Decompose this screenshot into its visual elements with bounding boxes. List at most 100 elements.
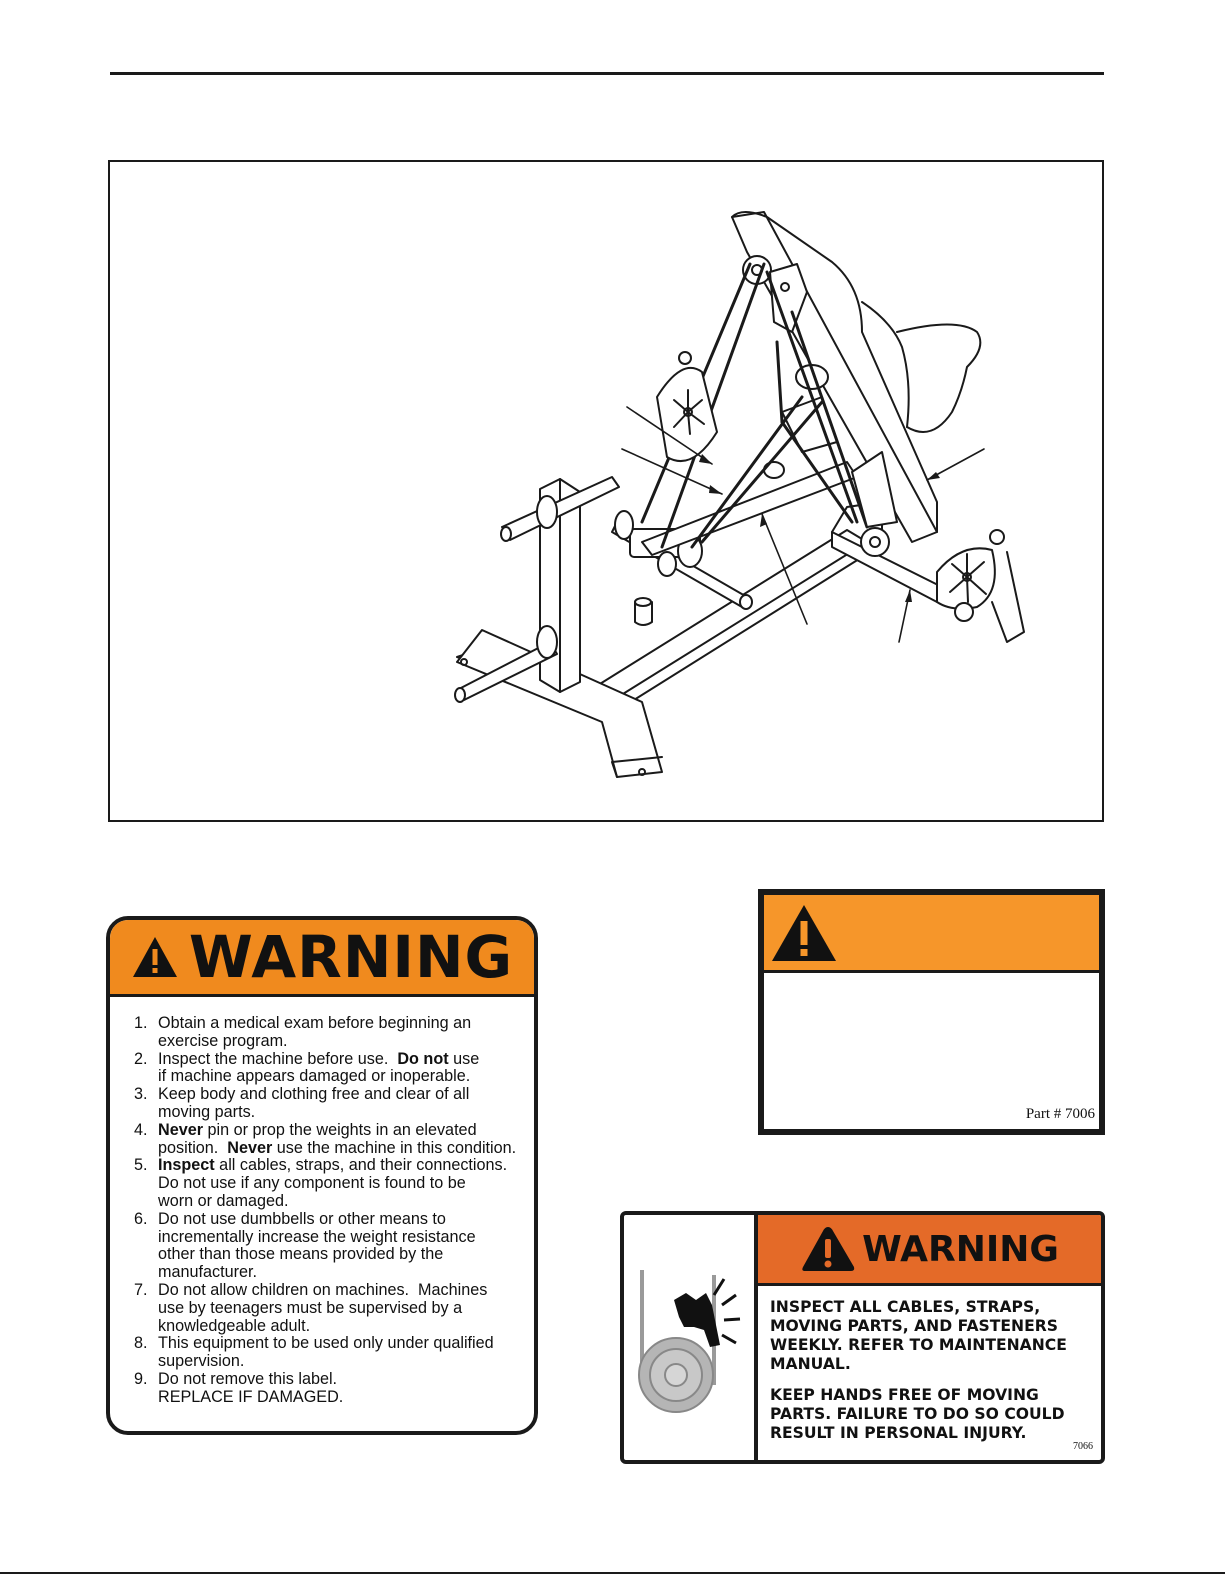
danger-part-label: Part # 7006 xyxy=(758,889,1105,1135)
warning-rule-number: 6. xyxy=(134,1209,148,1228)
top-rule xyxy=(110,72,1104,75)
warning-heading: WARNING xyxy=(188,923,514,991)
emphasis-text: Inspect xyxy=(158,1156,215,1175)
warning-rule-line: incrementally increase the weight resist… xyxy=(158,1227,524,1247)
rule-text: Do not remove this label. xyxy=(158,1369,338,1388)
part-number: Part # 7006 xyxy=(1025,1106,1095,1122)
warning-rule-line: manufacturer. xyxy=(158,1263,524,1282)
warning-rule-line: REPLACE IF DAMAGED. xyxy=(158,1387,524,1407)
warning-rule-line: Do not use dumbbells or other means to xyxy=(158,1209,524,1229)
rule-text: Do not use dumbbells or other means to xyxy=(158,1209,446,1228)
rule-text: use the machine in this condition. xyxy=(272,1138,517,1157)
text-line: MANUAL. xyxy=(770,1355,851,1373)
rule-text: Obtain a medical exam before beginning a… xyxy=(158,1014,472,1032)
cable-hazard-pictogram xyxy=(624,1215,758,1460)
warning-rule-line: Inspect the machine before use. Do not u… xyxy=(158,1049,524,1069)
warning-rule-line: This equipment to be used only under qua… xyxy=(158,1334,524,1353)
rule-text: Do not allow children on machines. Machi… xyxy=(158,1280,488,1299)
cable-warning-paragraph-2: KEEP HANDS FREE OF MOVING PARTS. FAILURE… xyxy=(770,1386,1091,1443)
warning-rule-line: if machine appears damaged or inoperable… xyxy=(158,1067,524,1086)
rule-text: use by teenagers must be supervised by a xyxy=(158,1298,463,1317)
warning-rule-line: Inspect all cables, straps, and their co… xyxy=(158,1156,524,1175)
warning-rule-line: Keep body and clothing free and clear of… xyxy=(158,1085,524,1104)
warning-rule-line: use by teenagers must be supervised by a xyxy=(158,1298,524,1318)
exclamation-triangle-icon xyxy=(132,937,177,977)
rule-text: incrementally increase the weight resist… xyxy=(158,1227,476,1246)
emphasis-text: Never xyxy=(158,1120,203,1139)
warning-rule-number: 3. xyxy=(134,1085,148,1104)
warning-rule-text: Inspect all cables, straps, and their co… xyxy=(158,1156,524,1211)
cable-warning-header: WARNING xyxy=(758,1215,1101,1286)
emphasis-text: Do not xyxy=(397,1049,449,1068)
warning-rule-line: Do not remove this label. xyxy=(158,1369,524,1389)
emphasis-text: Never xyxy=(227,1138,273,1157)
text-line: RESULT IN PERSONAL INJURY. xyxy=(770,1424,1027,1442)
rule-text: manufacturer. xyxy=(158,1263,257,1282)
cable-warning-content: WARNING INSPECT ALL CABLES, STRAPS, MOVI… xyxy=(758,1215,1101,1460)
warning-rule-line: worn or damaged. xyxy=(158,1191,524,1211)
hand-pinch-icon xyxy=(638,1270,741,1413)
rule-text: pin or prop the weights in an elevated xyxy=(203,1120,477,1139)
warning-rule-line: supervision. xyxy=(158,1352,524,1371)
warning-rule-line: position. Never use the machine in this … xyxy=(158,1138,524,1158)
cable-warning-paragraph-1: INSPECT ALL CABLES, STRAPS, MOVING PARTS… xyxy=(770,1298,1091,1374)
warning-rule-number: 4. xyxy=(134,1120,148,1139)
bottom-rule xyxy=(0,1572,1225,1574)
warning-rules-list: 1. Obtain a medical exam before beginning… xyxy=(110,1014,534,1407)
rule-text: Do not use if any component is found to … xyxy=(158,1174,466,1193)
exclamation-triangle-icon xyxy=(802,1227,855,1271)
label-code: 7066 xyxy=(1073,1441,1093,1452)
text-line: WEEKLY. REFER TO MAINTENANCE xyxy=(770,1336,1067,1354)
exclamation-triangle-icon xyxy=(772,905,836,961)
rule-text: Keep body and clothing free and clear of… xyxy=(158,1085,470,1104)
rule-text: position. xyxy=(158,1138,228,1157)
rule-text: moving parts. xyxy=(158,1102,256,1121)
rule-text: exercise program. xyxy=(158,1031,288,1050)
cable-warning-label: WARNING INSPECT ALL CABLES, STRAPS, MOVI… xyxy=(620,1211,1105,1464)
warning-rule-item: 9. Do not remove this label.REPLACE IF DA… xyxy=(134,1369,524,1407)
warning-rule-text: This equipment to be used only under qua… xyxy=(158,1334,524,1371)
warning-rule-item: 4. Never pin or prop the weights in an el… xyxy=(134,1120,524,1158)
warning-rule-text: Obtain a medical exam before beginning a… xyxy=(158,1014,524,1051)
rule-text: knowledgeable adult. xyxy=(158,1316,311,1335)
warning-rule-text: Do not remove this label.REPLACE IF DAMA… xyxy=(158,1369,524,1407)
warning-rule-line: knowledgeable adult. xyxy=(158,1316,524,1336)
rule-text: if machine appears damaged or inoperable… xyxy=(158,1067,471,1086)
warning-rule-text: Never pin or prop the weights in an elev… xyxy=(158,1120,524,1158)
warning-rule-line: Never pin or prop the weights in an elev… xyxy=(158,1120,524,1140)
warning-rule-line: Do not use if any component is found to … xyxy=(158,1174,524,1193)
cable-warning-text: INSPECT ALL CABLES, STRAPS, MOVING PARTS… xyxy=(758,1286,1101,1443)
rule-text: This equipment to be used only under qua… xyxy=(158,1334,494,1353)
warning-rule-item: 2. Inspect the machine before use. Do not… xyxy=(134,1049,524,1087)
warning-rule-number: 1. xyxy=(134,1014,148,1032)
warning-rule-line: Do not allow children on machines. Machi… xyxy=(158,1280,524,1300)
warning-rule-text: Do not allow children on machines. Machi… xyxy=(158,1280,524,1336)
warning-rule-item: 8. This equipment to be used only under q… xyxy=(134,1334,524,1371)
machine-illustration xyxy=(454,211,1025,778)
rule-text: other than those means provided by the xyxy=(158,1245,444,1264)
warning-rule-number: 9. xyxy=(134,1369,148,1388)
warning-rule-number: 5. xyxy=(134,1156,148,1175)
machine-figure xyxy=(108,160,1104,822)
warning-rule-item: 6. Do not use dumbbells or other means to… xyxy=(134,1209,524,1282)
rule-text: use xyxy=(448,1049,480,1068)
warning-rule-line: other than those means provided by the xyxy=(158,1245,524,1264)
warning-rule-line: moving parts. xyxy=(158,1102,524,1122)
rule-text: supervision. xyxy=(158,1352,245,1371)
warning-rule-item: 1. Obtain a medical exam before beginning… xyxy=(134,1014,524,1051)
warning-rule-number: 8. xyxy=(134,1334,148,1353)
rule-text: worn or damaged. xyxy=(158,1191,289,1210)
danger-part-header xyxy=(764,895,1099,973)
rule-text: Inspect the machine before use. xyxy=(158,1049,398,1068)
warning-label: WARNING 1. Obtain a medical exam before b… xyxy=(106,916,538,1435)
cable-warning-heading: WARNING xyxy=(862,1228,1059,1270)
warning-rule-text: Inspect the machine before use. Do not u… xyxy=(158,1049,524,1087)
text-line: PARTS. FAILURE TO DO SO COULD xyxy=(770,1405,1065,1423)
warning-rule-number: 2. xyxy=(134,1049,148,1068)
warning-rule-item: 7.Do not allow children on machines. Mac… xyxy=(134,1280,524,1336)
text-line: INSPECT ALL CABLES, STRAPS, xyxy=(770,1298,1041,1316)
warning-rule-line: Obtain a medical exam before beginning a… xyxy=(158,1014,524,1033)
rule-text: REPLACE IF DAMAGED. xyxy=(158,1387,344,1406)
warning-rule-text: Keep body and clothing free and clear of… xyxy=(158,1085,524,1122)
